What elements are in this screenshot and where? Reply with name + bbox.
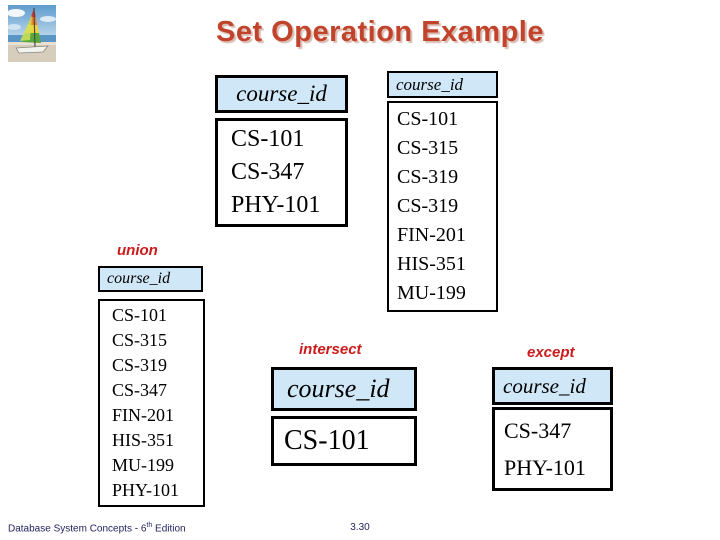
footer-edition-text: Database System Concepts - 6th Edition <box>8 522 186 534</box>
table-row: CS-101 <box>231 126 305 152</box>
input-right-table-header: course_id <box>387 71 498 98</box>
table-row: CS-347 <box>504 418 572 443</box>
union-table-header: course_id <box>98 266 203 292</box>
table-row: MU-199 <box>112 455 174 475</box>
table-row: CS-319 <box>112 355 168 375</box>
input-left-table-header: course_id <box>215 75 348 113</box>
table-row: MU-199 <box>397 282 466 304</box>
footer-superscript: th <box>146 522 153 529</box>
table-row: CS-315 <box>397 137 459 159</box>
table-row: PHY-101 <box>504 455 586 480</box>
footer-text-after: Edition <box>152 523 186 535</box>
except-label: except <box>527 344 575 361</box>
table-row: HIS-351 <box>397 253 466 275</box>
sailboat-photo-icon <box>7 5 56 62</box>
intersect-label: intersect <box>299 341 362 358</box>
table-row: CS-101 <box>284 425 370 456</box>
table-row: CS-101 <box>112 305 168 325</box>
intersect-table-header: course_id <box>271 367 417 411</box>
except-table-header: course_id <box>492 367 613 405</box>
intersect-table-body: CS-101 <box>271 416 417 466</box>
table-row: PHY-101 <box>231 192 321 218</box>
table-row: HIS-351 <box>112 430 174 450</box>
table-row: CS-319 <box>397 195 459 217</box>
table-row: CS-315 <box>112 330 168 350</box>
table-row: CS-347 <box>231 159 305 185</box>
table-row: PHY-101 <box>112 480 180 500</box>
union-label: union <box>117 242 158 259</box>
slide-title: Set Operation Example <box>216 16 544 48</box>
table-row: CS-101 <box>397 108 459 130</box>
table-row: FIN-201 <box>112 405 174 425</box>
table-row: FIN-201 <box>397 224 466 246</box>
footer-text-before: Database System Concepts - 6 <box>8 523 147 535</box>
page-number: 3.30 <box>350 522 370 533</box>
table-row: CS-319 <box>397 166 459 188</box>
table-row: CS-347 <box>112 380 168 400</box>
